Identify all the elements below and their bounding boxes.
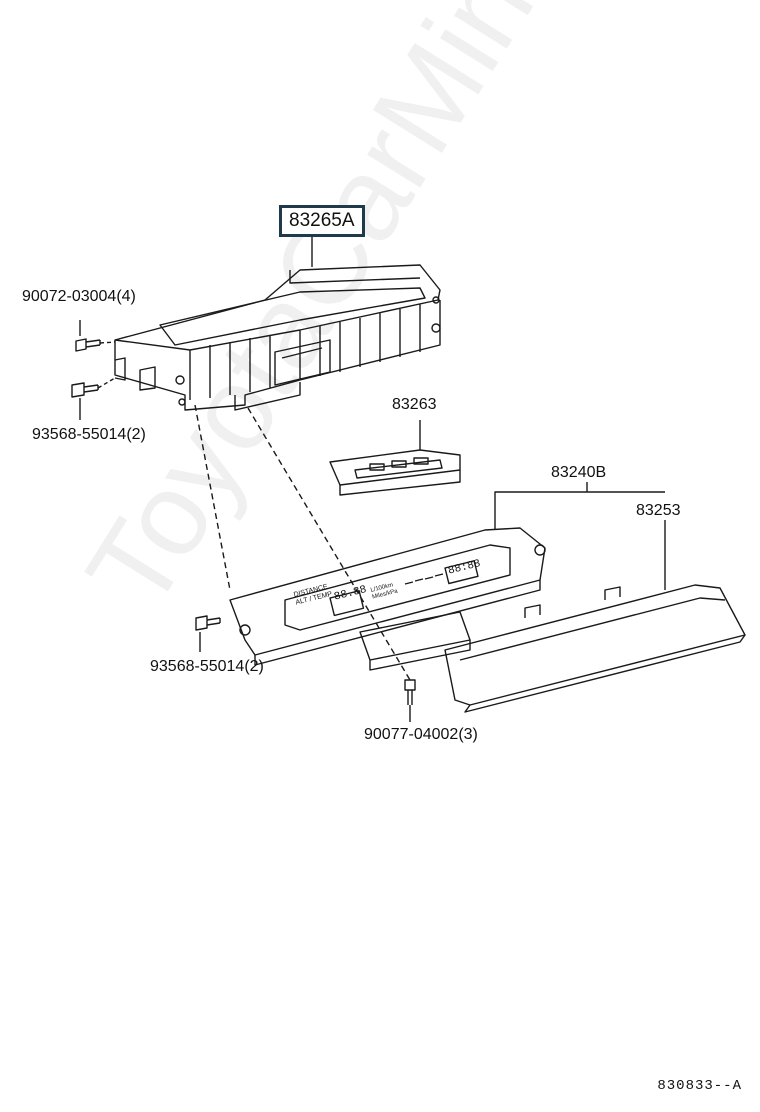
label-cluster: 83240B xyxy=(551,464,607,481)
display-assembly xyxy=(114,236,441,411)
drawing-code: 830833--A xyxy=(657,1078,742,1094)
cover-panel xyxy=(444,520,746,713)
label-screw-mid: 93568-55014(2) xyxy=(32,426,146,443)
switch-panel xyxy=(329,420,461,496)
label-screw-top: 90072-03004(4) xyxy=(22,288,136,305)
screw-bottom-left xyxy=(195,615,221,652)
screw-top-group xyxy=(71,320,116,420)
label-switch-panel: 83263 xyxy=(392,396,437,413)
label-screw-bottom: 90077-04002(3) xyxy=(364,726,478,743)
label-display-assembly: 83265A xyxy=(279,205,365,237)
screw-bottom xyxy=(404,679,416,722)
cluster-assembly xyxy=(229,482,665,671)
label-cover: 83253 xyxy=(636,502,681,519)
label-screw-bottom-left: 93568-55014(2) xyxy=(150,658,264,675)
